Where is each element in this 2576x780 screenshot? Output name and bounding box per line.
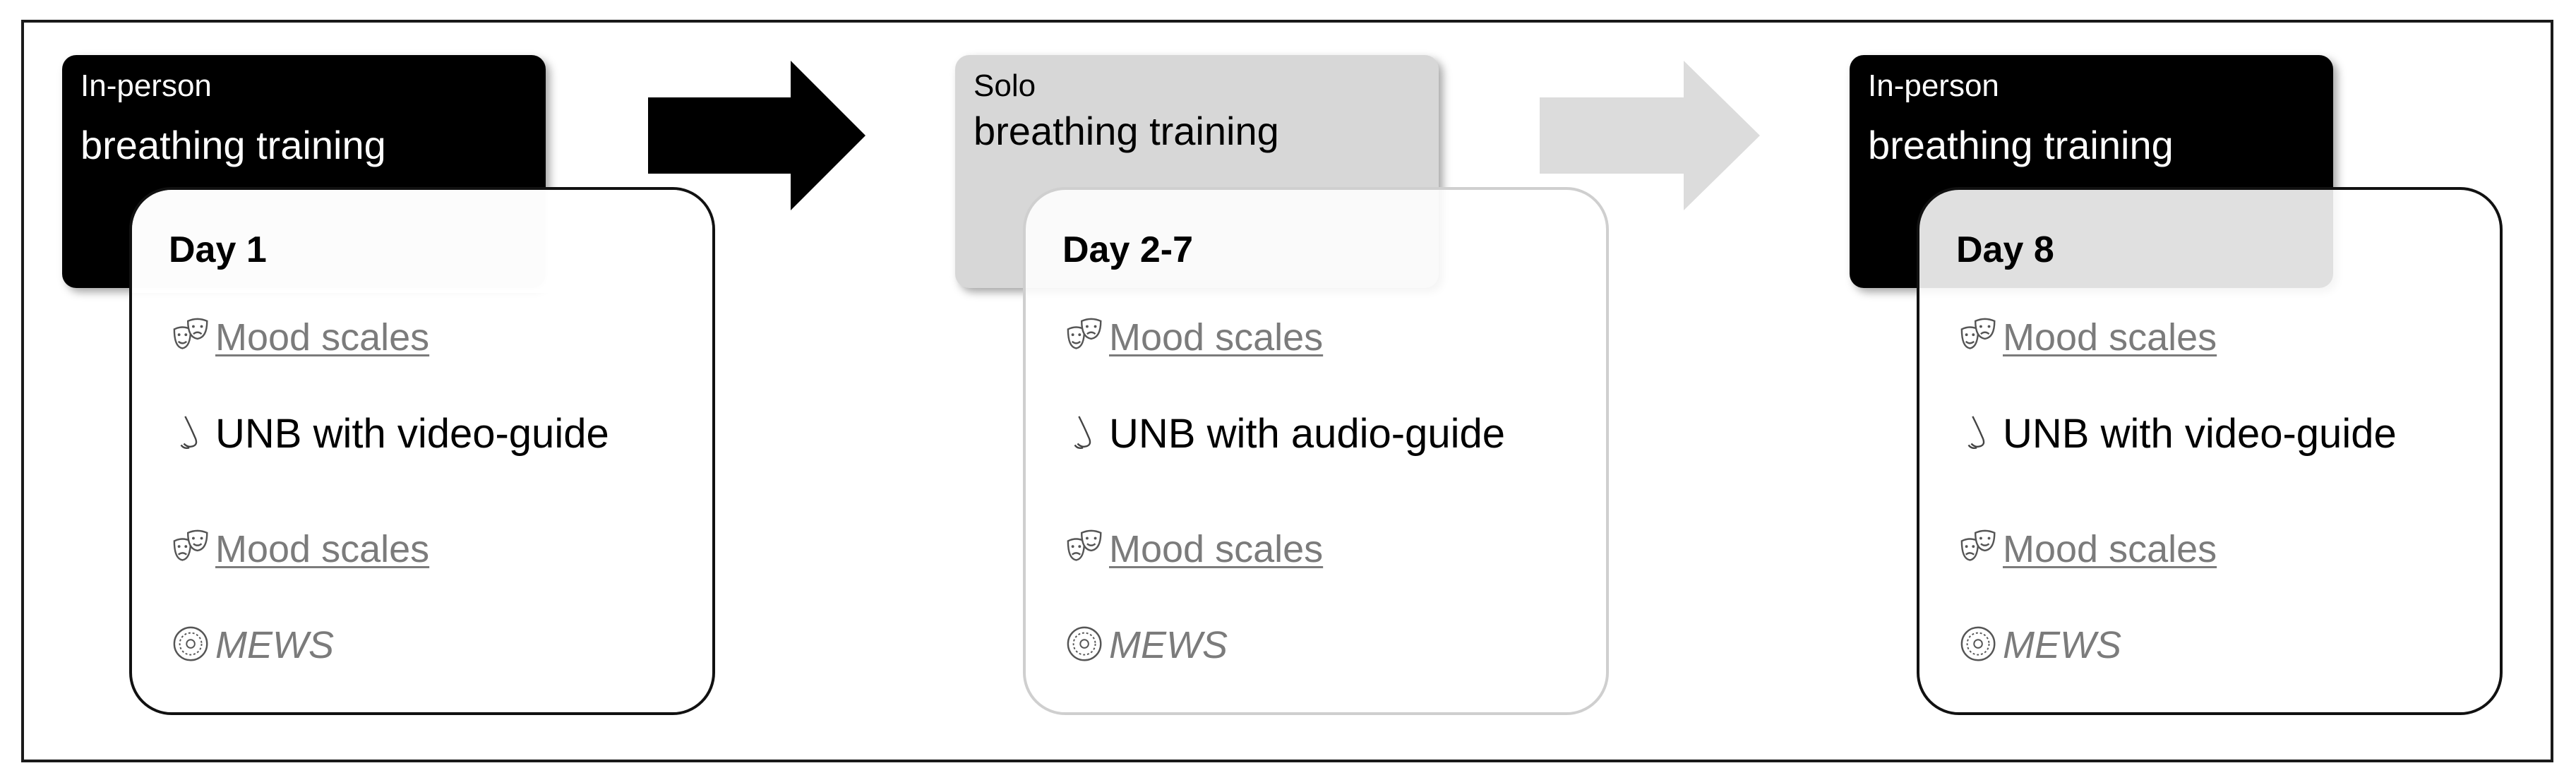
- mood-scales-link[interactable]: Mood scales: [215, 528, 430, 570]
- nose-icon: [1967, 415, 1985, 449]
- mews-label: MEWS: [2003, 624, 2121, 666]
- mews-assessment: MEWS: [172, 623, 334, 667]
- flow-arrow-light: [1540, 61, 1760, 210]
- theater-masks-icon: [1067, 318, 1102, 349]
- mews-assessment: MEWS: [1065, 623, 1228, 667]
- header-training-label: breathing training: [974, 109, 1279, 153]
- header-training-label: breathing training: [80, 123, 386, 167]
- unb-activity: UNB with audio-guide: [1065, 410, 1505, 457]
- mews-label: MEWS: [215, 624, 334, 666]
- unb-guide-label: UNB with audio-guide: [1109, 411, 1505, 457]
- unb-guide-label: UNB with video-guide: [2003, 411, 2397, 457]
- nose-icon: [180, 415, 198, 449]
- unb-guide-label: UNB with video-guide: [215, 411, 609, 457]
- mood-scales-after: Mood scales: [1959, 527, 2217, 571]
- stage-card: Day 2-7 Mood scales UNB with audio-guide: [1023, 187, 1609, 715]
- day-label: Day 2-7: [1062, 229, 1193, 270]
- mood-scales-before: Mood scales: [1959, 316, 2217, 359]
- mood-scales-after: Mood scales: [172, 527, 429, 571]
- day-label: Day 8: [1956, 229, 2054, 270]
- mews-assessment: MEWS: [1959, 623, 2121, 667]
- header-mode-label: Solo: [974, 68, 1036, 103]
- unb-activity: UNB with video-guide: [1959, 410, 2397, 457]
- stage-card: Day 1 Mood scales UNB with video-guide: [129, 187, 715, 715]
- mood-scales-after: Mood scales: [1065, 527, 1323, 571]
- theater-masks-icon: [1960, 318, 1996, 349]
- mews-label: MEWS: [1109, 624, 1228, 666]
- mews-scale-icon: [173, 626, 208, 661]
- mood-scales-link[interactable]: Mood scales: [215, 316, 430, 359]
- unb-activity: UNB with video-guide: [172, 410, 609, 457]
- theater-masks-icon: [1960, 529, 1996, 561]
- mews-scale-icon: [1960, 626, 1996, 661]
- mood-scales-link[interactable]: Mood scales: [1109, 528, 1324, 570]
- flow-arrow-dark: [648, 61, 865, 210]
- diagram-frame: [21, 20, 2553, 762]
- mood-scales-before: Mood scales: [1065, 316, 1323, 359]
- theater-masks-icon: [173, 318, 208, 349]
- mood-scales-link[interactable]: Mood scales: [2003, 316, 2217, 359]
- mood-scales-link[interactable]: Mood scales: [1109, 316, 1324, 359]
- header-mode-label: In-person: [80, 68, 212, 103]
- nose-icon: [1074, 415, 1091, 449]
- mood-scales-link[interactable]: Mood scales: [2003, 528, 2217, 570]
- theater-masks-icon: [173, 529, 208, 561]
- stage-card: Day 8 Mood scales UNB with video-guide: [1917, 187, 2503, 715]
- day-label: Day 1: [169, 229, 267, 270]
- mood-scales-before: Mood scales: [172, 316, 429, 359]
- header-training-label: breathing training: [1868, 123, 2174, 167]
- theater-masks-icon: [1067, 529, 1102, 561]
- header-mode-label: In-person: [1868, 68, 1999, 103]
- mews-scale-icon: [1067, 626, 1102, 661]
